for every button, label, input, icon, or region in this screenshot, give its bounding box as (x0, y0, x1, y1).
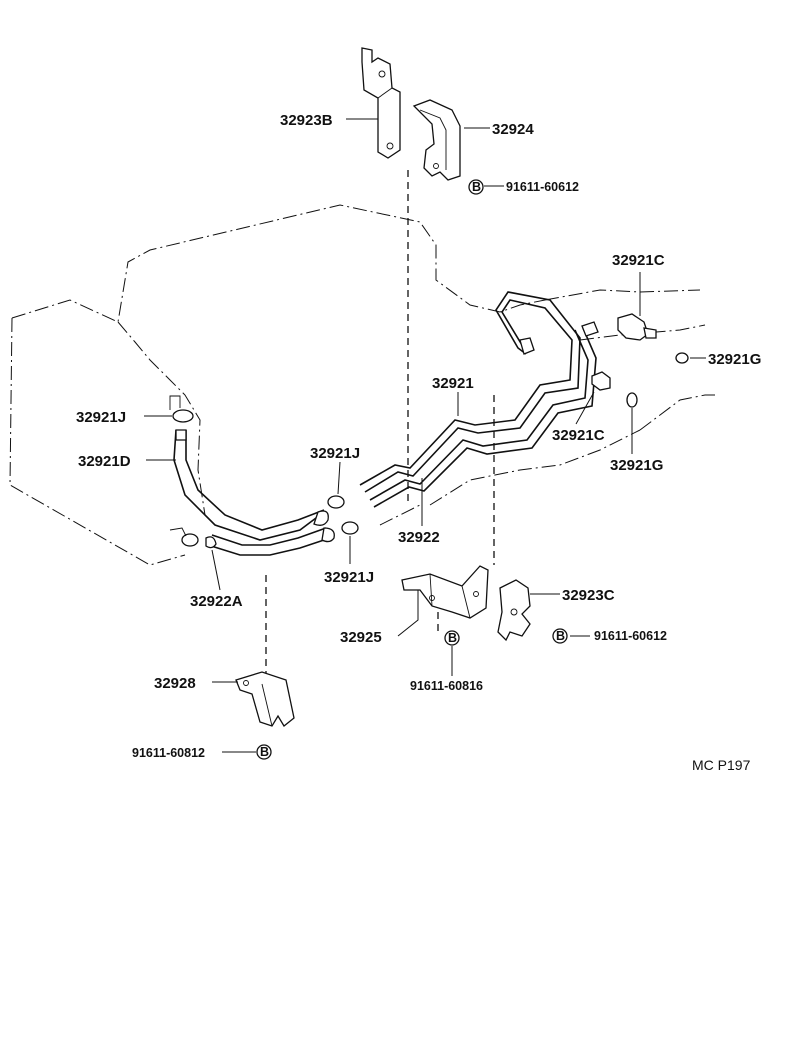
label-32921j-left: 32921J (76, 409, 126, 426)
label-32923c: 32923C (562, 587, 615, 604)
svg-text:B: B (472, 180, 481, 194)
oring-32921g-mid (626, 392, 638, 408)
label-bolt-right: 91611-60612 (594, 629, 667, 643)
label-32921: 32921 (432, 375, 474, 392)
clamp-32928 (235, 671, 295, 727)
engine-outline (9, 204, 715, 566)
clamp-32924 (412, 99, 461, 181)
label-32923b: 32923B (280, 112, 333, 129)
bolt-marker-right: B (552, 628, 568, 644)
union-32921c-mid (591, 371, 611, 391)
clip-32921j-low (341, 521, 359, 535)
label-32921d: 32921D (78, 453, 131, 470)
oring-32921g-right (675, 352, 689, 364)
label-32921c-mid: 32921C (552, 427, 605, 444)
bolt-marker-center: B (444, 630, 460, 646)
figure-code: MC P197 (692, 757, 751, 773)
hose-32922a (205, 527, 335, 556)
clip-32921j-lower-left (169, 527, 199, 547)
label-bolt-center: 91611-60816 (410, 679, 483, 693)
label-bolt-top: 91611-60612 (506, 180, 579, 194)
bracket-32923b (361, 47, 401, 159)
bolt-marker-bottom: B (256, 744, 272, 760)
label-32921j-low: 32921J (324, 569, 374, 586)
svg-text:B: B (260, 745, 269, 759)
label-bolt-bottom: 91611-60812 (132, 746, 205, 760)
pipe-32922 (369, 327, 597, 508)
svg-text:B: B (448, 631, 457, 645)
hose-32921d (173, 429, 329, 541)
label-32928: 32928 (154, 675, 196, 692)
bolt-marker-top: B (468, 179, 484, 195)
svg-text:B: B (556, 629, 565, 643)
clip-32921j-left (169, 395, 194, 423)
union-32921c-top (519, 313, 657, 355)
label-32924: 32924 (492, 121, 534, 138)
label-32921c-top: 32921C (612, 252, 665, 269)
leader-lines (144, 118, 706, 753)
bracket-32925 (401, 565, 489, 619)
label-32921j-mid: 32921J (310, 445, 360, 462)
pipe-32921 (359, 291, 581, 493)
clip-32921j-mid (327, 495, 345, 509)
label-32922a: 32922A (190, 593, 243, 610)
label-32922: 32922 (398, 529, 440, 546)
clamp-32923c (497, 579, 531, 642)
label-32925: 32925 (340, 629, 382, 646)
label-32921g-mid: 32921G (610, 457, 663, 474)
label-32921g-right: 32921G (708, 351, 761, 368)
